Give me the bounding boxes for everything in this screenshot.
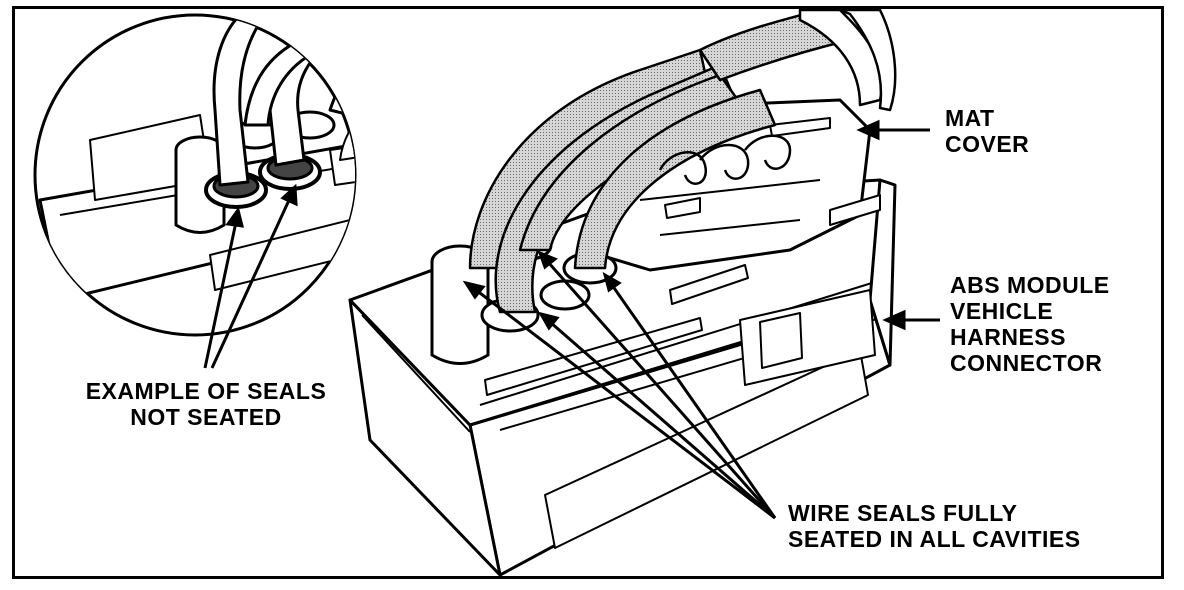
label-line: COVER [945,131,1030,157]
label-seals-fully-seated: WIRE SEALS FULLY SEATED IN ALL CAVITIES [788,500,1081,552]
leader-arrows [203,119,940,520]
label-line: ABS MODULE [950,272,1110,298]
label-seals-not-seated: EXAMPLE OF SEALS NOT SEATED [75,378,337,430]
harness-wires [468,8,897,314]
label-line: NOT SEATED [130,404,282,430]
label-line: EXAMPLE OF SEALS [85,378,327,404]
label-line: HARNESS [950,324,1066,350]
label-line: VEHICLE [950,298,1054,324]
label-line: CONNECTOR [950,350,1103,376]
label-line: SEATED IN ALL CAVITIES [788,526,1081,552]
label-line: WIRE SEALS FULLY [788,500,1018,526]
cover-wire-loops [658,134,792,185]
inset-magnifier [33,13,357,337]
label-line: MAT [945,105,995,131]
label-mat-cover: MAT COVER [945,105,1029,157]
label-abs-module-connector: ABS MODULE VEHICLE HARNESS CONNECTOR [950,272,1110,376]
